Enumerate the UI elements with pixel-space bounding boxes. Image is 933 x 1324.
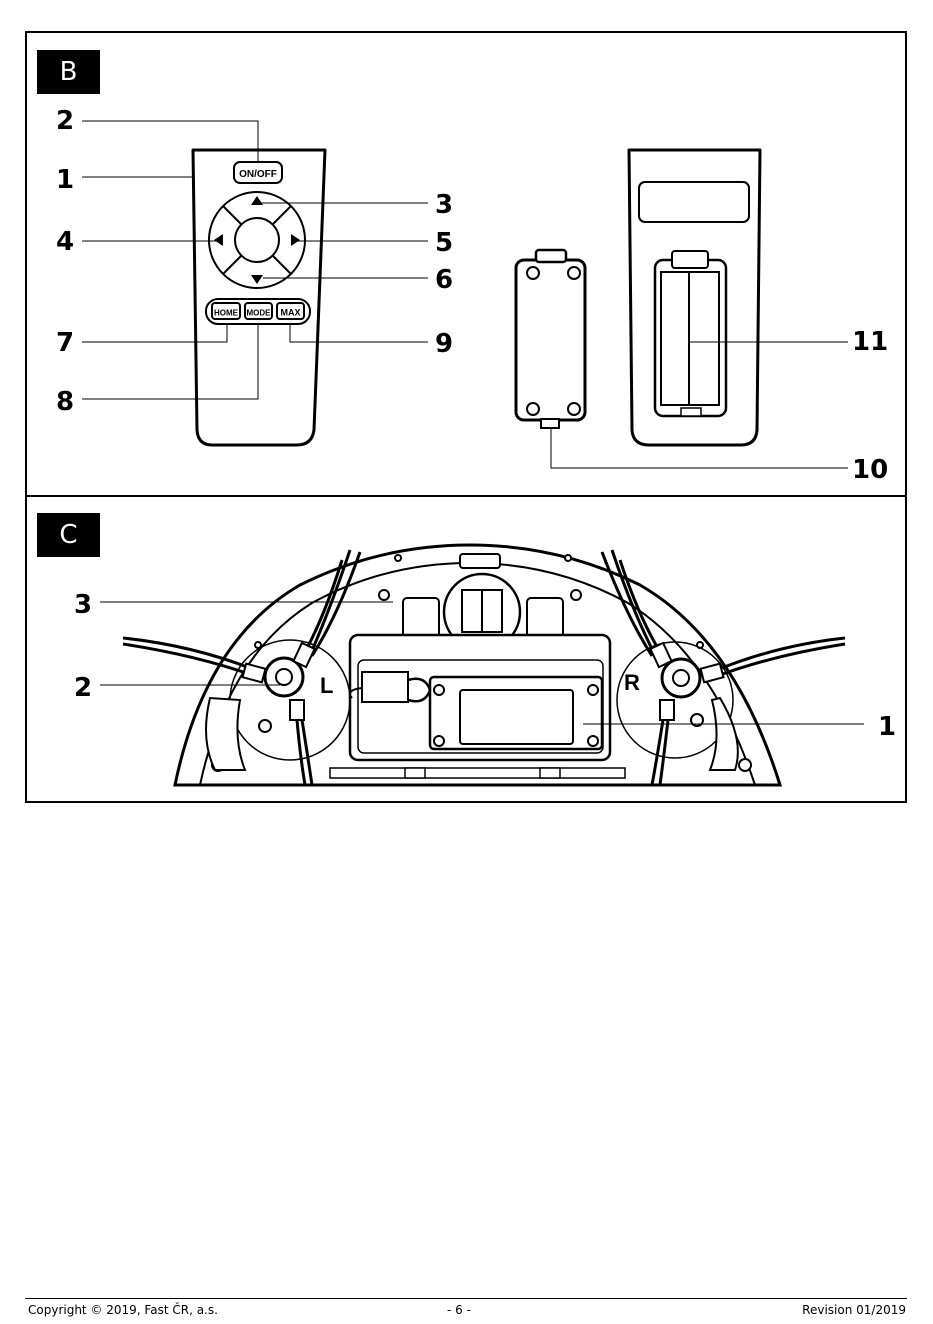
footer-copyright: Copyright © 2019, Fast ČR, a.s. bbox=[28, 1302, 218, 1318]
callout-c-2: 2 bbox=[74, 675, 92, 701]
right-side-label: R bbox=[624, 670, 640, 695]
battery-connector bbox=[362, 672, 408, 702]
callout-c-1: 1 bbox=[878, 714, 896, 740]
footer-revision: Revision 01/2019 bbox=[802, 1302, 906, 1318]
left-side-label: L bbox=[320, 673, 333, 698]
footer-rule bbox=[25, 1298, 907, 1299]
callout-c-3: 3 bbox=[74, 592, 92, 618]
footer-page-number: - 6 - bbox=[447, 1302, 471, 1318]
